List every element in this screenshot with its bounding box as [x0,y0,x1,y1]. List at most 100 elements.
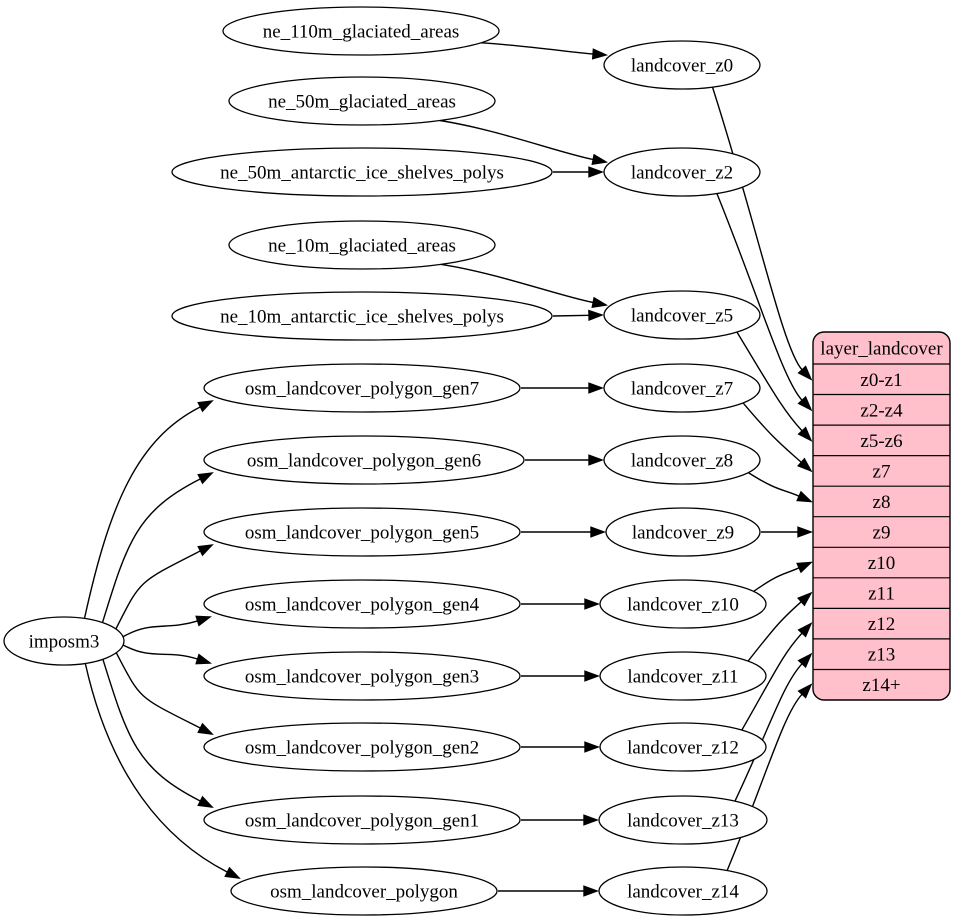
node-ellipse [599,722,767,772]
node-ellipse [3,616,125,666]
node-ellipse [603,435,761,485]
node-ellipse [203,795,521,845]
arrowhead [588,454,605,466]
arrowhead [584,741,601,753]
node-landcover_z0: landcover_z0 [603,40,761,90]
table-row-z13: z13 [868,645,895,666]
arrowhead [797,457,813,473]
node-label: landcover_z5 [631,306,733,327]
table-row-z12: z12 [868,614,895,635]
node-label: osm_landcover_polygon [270,882,458,903]
arrowhead [797,591,813,607]
node-landcover_z9: landcover_z9 [605,507,761,557]
node-ellipse [599,651,767,701]
node-ellipse [598,866,768,916]
node-label: ne_10m_glaciated_areas [268,236,456,257]
arrowhead [796,561,813,574]
node-ne_50m_glaciated_areas: ne_50m_glaciated_areas [228,76,496,126]
edge-ne_110m_glaciated_areas-to-landcover_z0 [481,42,594,55]
table-row-z7: z7 [873,461,891,482]
node-landcover_z12: landcover_z12 [599,722,767,772]
arrowhead [797,622,813,638]
arrowhead [197,722,214,735]
node-label: landcover_z11 [627,667,738,688]
node-ellipse [203,435,525,485]
table-row-z11: z11 [868,584,895,605]
node-ellipse [203,363,521,413]
node-label: landcover_z0 [631,56,733,77]
table-row-z0-z1: z0-z1 [860,370,902,391]
node-osm_landcover_polygon_gen3: osm_landcover_polygon_gen3 [203,651,521,701]
edge-landcover_z7-to-layer_landcover-z7 [742,402,802,463]
node-ellipse [228,220,496,270]
arrowhead [584,598,601,610]
node-osm_landcover_polygon_gen4: osm_landcover_polygon_gen4 [203,579,521,629]
node-landcover_z8: landcover_z8 [603,435,761,485]
edge-landcover_z10-to-layer_landcover-z10 [753,567,800,592]
arrowhead [591,48,609,60]
node-label: landcover_z10 [627,595,739,616]
arrowhead [583,814,600,826]
node-landcover_z10: landcover_z10 [599,579,767,629]
node-ellipse [599,579,767,629]
node-label: landcover_z7 [631,379,733,400]
node-ellipse [603,147,761,197]
edge-imposm3-to-osm_landcover_polygon_gen7 [83,406,201,619]
node-osm_landcover_polygon_gen1: osm_landcover_polygon_gen1 [203,795,521,845]
edge-landcover_z8-to-layer_landcover-z8 [748,472,800,497]
edge-landcover_z14-to-layer_landcover-z14+ [726,693,803,871]
node-ellipse [230,866,498,916]
edge-imposm3-to-osm_landcover_polygon_gen3 [122,644,198,660]
edge-ne_10m_antarctic_ice_shelves_polys-to-landcover_z5 [552,314,590,317]
edge-imposm3-to-osm_landcover_polygon_gen4 [122,620,198,638]
arrowhead [197,472,214,485]
node-label: landcover_z13 [627,811,739,832]
arrowhead [197,795,214,808]
node-osm_landcover_polygon: osm_landcover_polygon [230,866,498,916]
node-osm_landcover_polygon_gen7: osm_landcover_polygon_gen7 [203,363,521,413]
node-label: landcover_z8 [631,451,733,472]
node-label: osm_landcover_polygon_gen5 [245,523,479,544]
arrowhead [797,683,813,699]
node-label: osm_landcover_polygon_gen1 [245,811,479,832]
node-landcover_z5: landcover_z5 [603,290,761,340]
node-ne_50m_antarctic_ice_shelves_polys: ne_50m_antarctic_ice_shelves_polys [171,147,553,197]
node-ellipse [203,579,521,629]
arrowhead [195,615,212,627]
node-label: ne_10m_antarctic_ice_shelves_polys [220,307,504,328]
arrowhead [197,400,214,413]
arrowhead [197,544,214,557]
edges [83,42,814,897]
edge-imposm3-to-osm_landcover_polygon [84,663,228,873]
edge-landcover_z0-to-layer_landcover-z0-z1 [711,86,803,371]
node-label: landcover_z12 [627,738,739,759]
node-label: landcover_z2 [631,163,733,184]
arrowhead [797,526,814,538]
edge-landcover_z11-to-layer_landcover-z11 [747,601,802,662]
arrowhead [797,395,813,412]
table-row-z2-z4: z2-z4 [860,400,903,421]
table-layer_landcover: layer_landcoverz0-z1z2-z4z5-z6z7z8z9z10z… [812,331,951,701]
node-ellipse [222,6,500,56]
arrowhead [584,670,601,682]
node-label: ne_50m_antarctic_ice_shelves_polys [220,163,504,184]
node-osm_landcover_polygon_gen6: osm_landcover_polygon_gen6 [203,435,525,485]
edge-landcover_z13-to-layer_landcover-z13 [734,663,803,802]
edge-imposm3-to-osm_landcover_polygon_gen6 [101,478,201,623]
node-ellipse [228,76,496,126]
arrowhead [195,653,212,665]
table-row-z10: z10 [868,553,895,574]
node-label: ne_110m_glaciated_areas [263,22,460,43]
edge-landcover_z5-to-layer_landcover-z5-z6 [736,331,803,432]
node-ellipse [605,507,761,557]
node-ellipse [171,291,553,341]
node-label: osm_landcover_polygon_gen3 [245,667,479,688]
arrowhead [591,296,609,308]
arrowhead [796,490,813,503]
node-landcover_z11: landcover_z11 [599,651,767,701]
node-ne_10m_glaciated_areas: ne_10m_glaciated_areas [228,220,496,270]
node-imposm3: imposm3 [3,616,125,666]
node-label: imposm3 [29,632,100,653]
node-label: ne_50m_glaciated_areas [268,92,456,113]
edge-imposm3-to-osm_landcover_polygon_gen1 [102,659,201,802]
